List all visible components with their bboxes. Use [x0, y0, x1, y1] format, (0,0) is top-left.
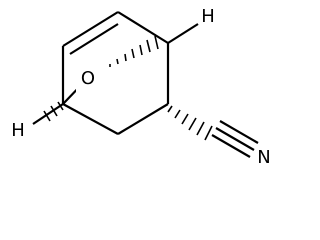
bond-c6-c1	[62, 103, 119, 135]
bond-c2-c3-double	[62, 11, 119, 47]
bond-c5-c6	[117, 103, 169, 135]
oxygen-label: O	[81, 68, 95, 89]
hashed-bond-c5-cn	[167, 105, 213, 141]
hydrogen-label-left: H	[11, 120, 25, 141]
bond-c-n-triple-2	[211, 134, 251, 158]
bond-c3-c4	[117, 11, 169, 44]
bond-c-n-triple-3	[219, 120, 259, 144]
bond-c2-c3-double-inner	[69, 23, 119, 55]
molecule-structure: O H H N	[11, 6, 271, 168]
bond-c4-h	[167, 23, 199, 44]
bond-c-n-triple-1	[215, 127, 255, 151]
hashed-bond-o-c4	[109, 35, 159, 67]
hydrogen-label-top: H	[201, 6, 215, 27]
nitrogen-label: N	[257, 147, 270, 168]
bond-c1-h	[32, 103, 64, 125]
hashed-bond-c1-h	[43, 101, 64, 122]
